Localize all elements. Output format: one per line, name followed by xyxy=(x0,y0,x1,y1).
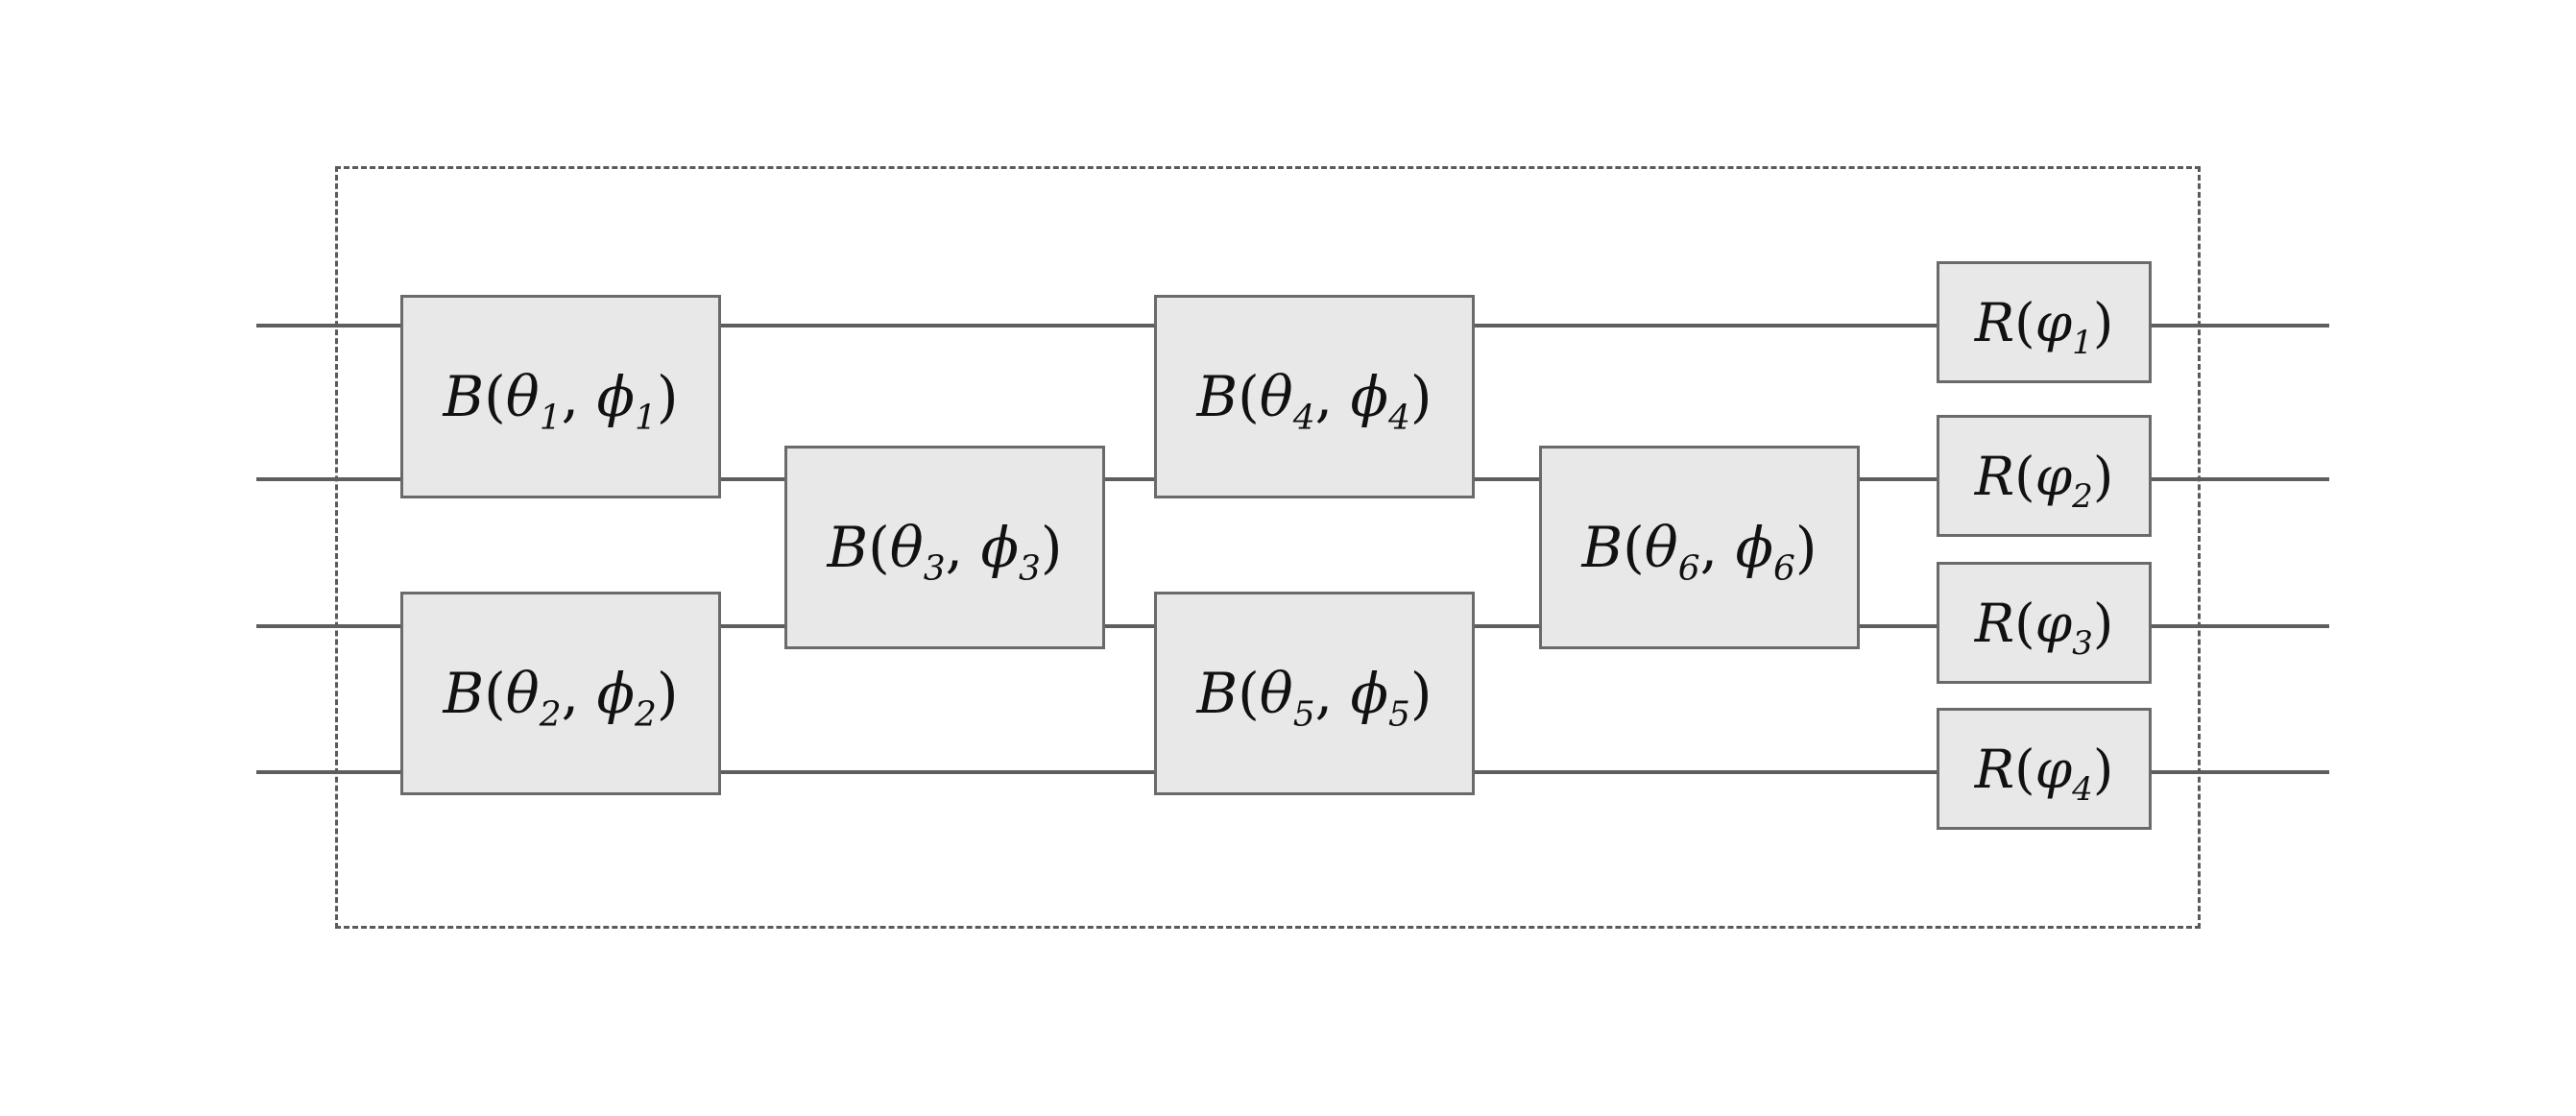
punctuation: , xyxy=(561,661,597,726)
punctuation: ) xyxy=(2092,738,2114,800)
beamsplitter-gate-B6: B(θ6, ϕ6) xyxy=(1539,446,1860,649)
math-symbol: ϕ xyxy=(980,515,1019,580)
punctuation: , xyxy=(945,515,981,580)
math-symbol: θ xyxy=(1644,515,1678,580)
subscript: 2 xyxy=(539,694,562,735)
subscript: 3 xyxy=(2072,623,2093,663)
subscript: 5 xyxy=(1387,694,1410,735)
gate-label: B(θ1, ϕ1) xyxy=(443,364,679,435)
math-symbol: B xyxy=(827,515,869,580)
subscript: 4 xyxy=(1292,398,1315,438)
math-symbol: ϕ xyxy=(1350,364,1388,429)
punctuation: ) xyxy=(1040,515,1063,580)
math-symbol: φ xyxy=(2034,445,2073,507)
circuit-boundary-dashed-box xyxy=(335,166,2201,929)
punctuation: ) xyxy=(656,364,679,429)
punctuation: ( xyxy=(2014,592,2035,654)
punctuation: ( xyxy=(2014,445,2035,507)
math-symbol: R xyxy=(1974,592,2015,654)
punctuation: ) xyxy=(1409,364,1432,429)
gate-label: B(θ2, ϕ2) xyxy=(443,661,679,732)
phase-shifter-gate-R3: R(φ3) xyxy=(1937,562,2152,684)
math-symbol: B xyxy=(1581,515,1624,580)
math-symbol: ϕ xyxy=(1735,515,1773,580)
math-symbol: B xyxy=(443,364,485,429)
punctuation: ) xyxy=(2092,445,2114,507)
punctuation: ( xyxy=(1623,515,1645,580)
subscript: 4 xyxy=(2072,769,2093,809)
gate-label: R(φ2) xyxy=(1974,445,2114,513)
math-symbol: B xyxy=(1196,364,1239,429)
math-symbol: ϕ xyxy=(1350,661,1388,726)
phase-shifter-gate-R2: R(φ2) xyxy=(1937,415,2152,537)
punctuation: ( xyxy=(1238,661,1260,726)
math-symbol: φ xyxy=(2034,592,2073,654)
subscript: 3 xyxy=(1018,548,1041,589)
punctuation: , xyxy=(1699,515,1736,580)
math-symbol: B xyxy=(1196,661,1239,726)
punctuation: ) xyxy=(2092,291,2114,353)
phase-shifter-gate-R1: R(φ1) xyxy=(1937,261,2152,383)
punctuation: , xyxy=(561,364,597,429)
gate-label: B(θ6, ϕ6) xyxy=(1581,515,1818,586)
subscript: 4 xyxy=(1387,398,1410,438)
math-symbol: φ xyxy=(2034,291,2073,353)
gate-label: B(θ5, ϕ5) xyxy=(1196,661,1432,732)
beamsplitter-gate-B4: B(θ4, ϕ4) xyxy=(1154,295,1475,498)
subscript: 2 xyxy=(2072,476,2093,516)
subscript: 1 xyxy=(539,398,562,438)
punctuation: ( xyxy=(2014,738,2035,800)
punctuation: ( xyxy=(1238,364,1260,429)
gate-label: B(θ3, ϕ3) xyxy=(827,515,1063,586)
phase-shifter-gate-R4: R(φ4) xyxy=(1937,708,2152,830)
punctuation: ( xyxy=(2014,291,2035,353)
math-symbol: B xyxy=(443,661,485,726)
beamsplitter-gate-B1: B(θ1, ϕ1) xyxy=(400,295,721,498)
math-symbol: ϕ xyxy=(596,364,635,429)
subscript: 6 xyxy=(1772,548,1795,589)
math-symbol: R xyxy=(1974,738,2015,800)
beamsplitter-gate-B5: B(θ5, ϕ5) xyxy=(1154,592,1475,795)
punctuation: ) xyxy=(1794,515,1818,580)
math-symbol: θ xyxy=(889,515,924,580)
punctuation: ) xyxy=(1409,661,1432,726)
math-symbol: R xyxy=(1974,291,2015,353)
gate-label: R(φ3) xyxy=(1974,592,2114,660)
punctuation: ) xyxy=(656,661,679,726)
math-symbol: φ xyxy=(2034,738,2073,800)
beamsplitter-gate-B2: B(θ2, ϕ2) xyxy=(400,592,721,795)
punctuation: ) xyxy=(2092,592,2114,654)
subscript: 2 xyxy=(634,694,657,735)
subscript: 5 xyxy=(1292,694,1315,735)
punctuation: , xyxy=(1314,661,1351,726)
subscript: 1 xyxy=(2072,323,2093,362)
math-symbol: R xyxy=(1974,445,2015,507)
punctuation: ( xyxy=(484,661,506,726)
gate-label: R(φ4) xyxy=(1974,738,2114,806)
beamsplitter-gate-B3: B(θ3, ϕ3) xyxy=(784,446,1105,649)
punctuation: , xyxy=(1314,364,1351,429)
subscript: 6 xyxy=(1677,548,1700,589)
math-symbol: θ xyxy=(505,364,540,429)
math-symbol: θ xyxy=(505,661,540,726)
gate-label: B(θ4, ϕ4) xyxy=(1196,364,1432,435)
subscript: 1 xyxy=(634,398,657,438)
gate-label: R(φ1) xyxy=(1974,291,2114,359)
math-symbol: θ xyxy=(1259,661,1293,726)
punctuation: ( xyxy=(868,515,890,580)
punctuation: ( xyxy=(484,364,506,429)
subscript: 3 xyxy=(923,548,946,589)
math-symbol: θ xyxy=(1259,364,1293,429)
math-symbol: ϕ xyxy=(596,661,635,726)
